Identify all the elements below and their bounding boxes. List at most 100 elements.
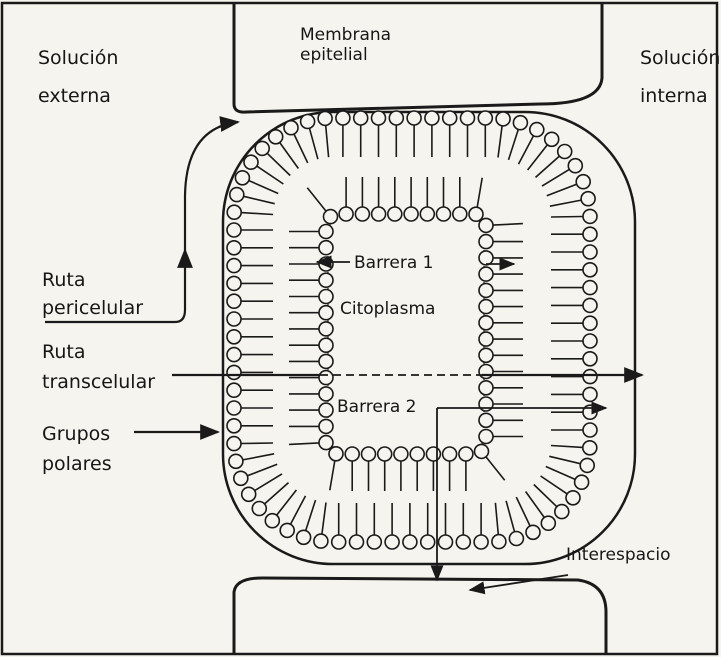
pericellular-route-label-line1: Ruta [42,269,85,291]
outer-lipid-5-head [425,111,439,125]
outer-lipid-53-tail [255,474,282,491]
outer-lipid-17-tail [551,217,583,218]
outer-lipid-40-head [456,535,470,549]
membrane-label-line1: Membrana [300,25,391,45]
outer-lipid-46-head [350,535,364,549]
inner-lipid-10-head [479,235,493,249]
inner-lipid-17-head [479,348,493,362]
inner-lipid-33-head [319,436,333,450]
outer-lipid-59-head [227,383,241,397]
outer-lipid-54-head [234,471,248,485]
interspace-arrow [470,575,568,590]
outer-lipid-33-head [566,491,580,505]
inner-lipid-12-head [479,267,493,281]
outer-lipid-15-head [576,175,590,189]
outer-lipid-31-head [580,458,594,472]
inner-lipid-14-head [479,300,493,314]
outer-lipid-75-tail [294,134,308,163]
outer-lipid-67-head [227,241,241,255]
inner-lipid-47-tail [307,188,326,211]
outer-lipid-9-tail [498,126,502,158]
outer-lipid-24-head [583,334,597,348]
inner-lipid-35-head [319,403,333,417]
phospholipid-layer [227,111,597,549]
outer-lipid-38-tail [495,503,498,535]
inner-lipid-9-tail [493,224,523,226]
inner-lipid-28-head [394,447,408,461]
outer-lipid-51-head [265,514,279,528]
outer-lipid-35-head [541,516,555,530]
outer-lipid-63-head [227,312,241,326]
outer-lipid-26-head [583,370,597,384]
inner-lipid-32-head [329,447,343,461]
inner-lipid-9-head [479,218,493,232]
outer-lipid-12-tail [528,145,548,170]
outer-lipid-31-tail [549,456,580,463]
outer-lipid-58-head [227,401,241,415]
outer-lipid-13-tail [536,156,560,177]
outer-lipid-61-head [227,348,241,362]
interspace-label: Interespacio [566,545,671,565]
outer-lipid-36-tail [516,497,530,526]
external-solution-label-line2: externa [38,85,111,107]
outer-lipid-52-head [252,502,266,516]
inner-lipid-32-tail [330,461,335,491]
outer-lipid-33-tail [541,476,568,494]
outer-lipid-47-head [332,535,346,549]
external-solution-label-line1: Solución [38,47,118,69]
outer-lipid-4-head [407,111,421,125]
outer-lipid-36-head [526,525,540,539]
outer-lipid-0-head [336,111,350,125]
outer-lipid-7-head [461,111,475,125]
inner-lipid-3-head [388,207,402,221]
outer-lipid-62-head [227,330,241,344]
outer-lipid-73-head [255,141,269,155]
outer-lipid-50-head [280,523,294,537]
outer-lipid-22-head [583,298,597,312]
inner-lipid-19-head [479,381,493,395]
inner-lipid-7-head [453,207,467,221]
inner-lipid-23-tail [486,457,505,480]
inner-lipid-16-head [479,332,493,346]
outer-lipid-77-tail [326,125,329,157]
internal-solution-label-line2: interna [640,85,708,107]
inner-lipid-27-head [410,447,424,461]
inner-lipid-46-head [319,225,333,239]
outer-lipid-74-head [269,130,283,144]
outer-lipid-6-head [443,111,457,125]
outer-lipid-66-head [227,259,241,273]
inner-lipid-37-head [319,371,333,385]
inner-lipid-18-head [479,365,493,379]
outer-lipid-55-tail [243,454,274,460]
outer-lipid-25-head [583,352,597,366]
outer-lipid-76-tail [310,128,318,159]
outer-lipid-69-tail [241,213,273,215]
outer-lipid-60-head [227,365,241,379]
outer-lipid-76-head [301,115,315,129]
transcellular-route-label-line2: transcelular [42,371,155,393]
upper-membrane-block [234,3,602,112]
pericellular-route-label-line2: pericelular [42,297,143,319]
inner-lipid-39-head [319,338,333,352]
outer-lipid-50-tail [291,496,306,524]
outer-lipid-51-tail [277,490,297,515]
outer-lipid-11-head [530,123,544,137]
outer-lipid-30-head [583,441,597,455]
outer-lipid-32-tail [546,467,575,480]
outer-lipid-34-tail [534,485,557,507]
outer-lipid-72-head [244,155,258,169]
inner-lipid-43-head [319,273,333,287]
outer-lipid-34-head [555,505,569,519]
outer-lipid-49-head [297,530,311,544]
outer-lipid-10-tail [509,129,519,160]
inner-lipid-29-head [378,447,392,461]
outer-lipid-56-tail [241,443,273,444]
outer-lipid-52-tail [265,483,289,504]
outer-lipid-42-head [421,535,435,549]
outer-lipid-38-head [492,535,506,549]
outer-lipid-48-tail [322,503,326,535]
outer-lipid-14-head [568,159,582,173]
membrane-label-line2: epitelial [300,45,368,65]
outer-lipid-9-head [496,112,510,126]
